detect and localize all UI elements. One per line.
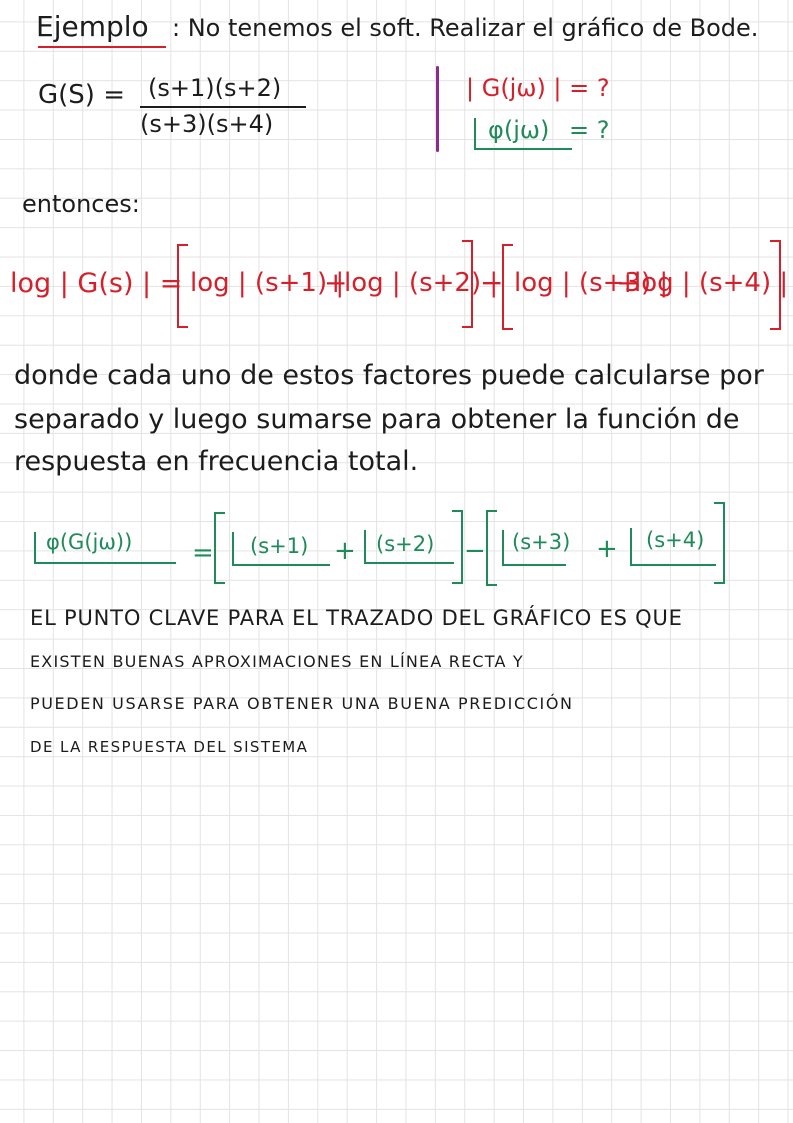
fraction-line <box>140 106 306 108</box>
phase-plus-2: + <box>596 534 618 564</box>
log-bracket-close-2 <box>770 240 781 330</box>
log-bracket-close-1 <box>462 240 473 328</box>
heading-underline <box>38 46 166 48</box>
log-bracket-open-1 <box>177 244 188 328</box>
phase-qmark: = ? <box>568 116 610 144</box>
phase-angle-3 <box>502 530 566 566</box>
log-lhs: log | G(s) | = <box>10 268 183 299</box>
paragraph-line-1: donde cada uno de estos factores puede c… <box>14 360 764 391</box>
caps-line-3: PUEDEN USARSE PARA OBTENER UNA BUENA PRE… <box>30 694 574 713</box>
log-term-3: log | (s+3) | <box>514 268 669 298</box>
heading-text: : No tenemos el soft. Realizar el gráfic… <box>172 14 759 42</box>
log-minus: − <box>480 266 504 299</box>
phase-angle-1 <box>232 532 330 566</box>
phase-question: φ(jω) = ? <box>488 116 609 144</box>
phase-term-3: (s+3) <box>512 530 571 554</box>
log-term-2: log | (s+2) | <box>344 268 499 298</box>
log-term-4: log | (s+4) | <box>634 268 789 298</box>
phase-angle-symbol <box>474 118 572 150</box>
log-bracket-open-2 <box>502 244 513 330</box>
caps-line-2: EXISTEN BUENAS APROXIMACIONES EN LÍNEA R… <box>30 652 524 671</box>
phase-equals: = <box>192 538 214 568</box>
phase-lhs-angle <box>34 532 176 564</box>
paragraph-line-3: respuesta en frecuencia total. <box>14 446 419 477</box>
magnitude-qmark: = ? <box>569 74 610 102</box>
phase-bracket-open-1 <box>214 512 225 584</box>
question-brace <box>436 66 439 152</box>
phase-bracket-close-1 <box>452 510 463 584</box>
phase-term-2: (s+2) <box>376 532 435 556</box>
log-term-1: log | (s+1) | <box>190 268 345 298</box>
paragraph-line-2: separado y luego sumarse para obtener la… <box>14 404 740 435</box>
phase-bracket-close-2 <box>714 502 725 584</box>
phase-angle-4 <box>630 528 716 566</box>
entonces-text: entonces: <box>22 190 140 218</box>
phase-plus-1: + <box>334 536 356 566</box>
phase-term-1: (s+1) <box>250 534 309 558</box>
phase-term-4: (s+4) <box>646 528 705 552</box>
caps-line-4: DE LA RESPUESTA DEL SISTEMA <box>30 738 309 756</box>
log-plus-1: + <box>324 266 348 299</box>
phase-lhs: φ(G(jω)) <box>46 530 133 554</box>
transfer-numerator: (s+1)(s+2) <box>148 74 282 102</box>
magnitude-expr: | G(jω) | <box>466 74 562 102</box>
caps-line-1: EL PUNTO CLAVE PARA EL TRAZADO DEL GRÁFI… <box>30 606 683 630</box>
magnitude-question: | G(jω) | = ? <box>466 74 610 102</box>
transfer-denominator: (s+3)(s+4) <box>140 110 274 138</box>
phase-bracket-open-2 <box>486 510 497 586</box>
phase-expr: φ(jω) <box>488 116 550 144</box>
phase-minus: − <box>464 536 486 566</box>
phase-angle-2 <box>364 530 454 564</box>
heading-title: Ejemplo <box>36 10 149 43</box>
log-plus-2: + <box>616 266 640 299</box>
transfer-lhs: G(S) = <box>38 80 125 110</box>
